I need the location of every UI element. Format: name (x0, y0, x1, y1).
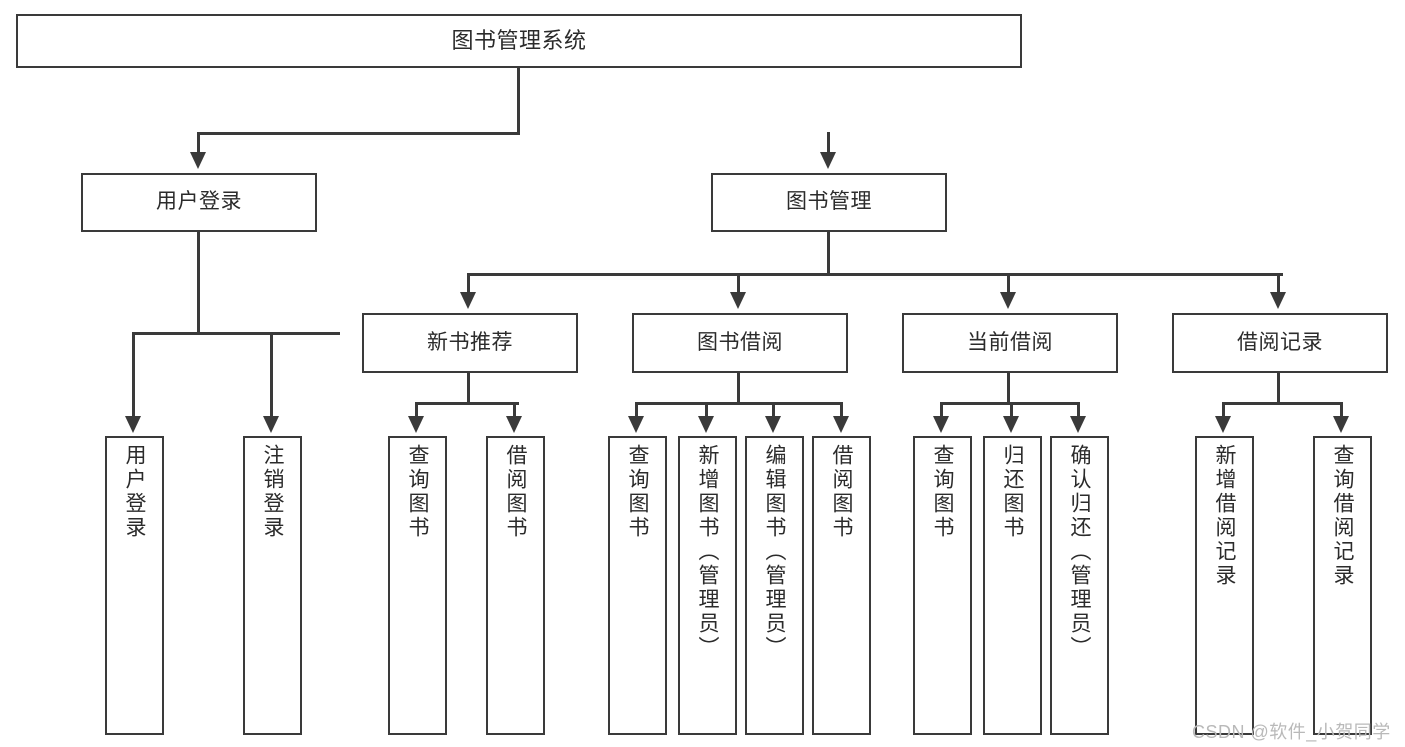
edge-l2a-stem (197, 232, 200, 334)
node-root-label: 图书管理系统 (451, 28, 587, 54)
edge-root-to-l2a (197, 132, 200, 154)
arrowhead-leaf10 (1003, 416, 1019, 433)
node-borrow-record-label: 借阅记录 (1237, 330, 1323, 354)
edge-l3a-bus (415, 402, 519, 405)
node-book-borrow[interactable]: 图书借阅 (632, 313, 848, 373)
edge-l3a-to-leaf4 (513, 402, 516, 418)
arrowhead-leaf8 (833, 416, 849, 433)
leaf-query-book-recommend-label: 查询图书 (406, 444, 429, 540)
edge-l2b-to-l3d (1277, 273, 1280, 294)
leaf-query-book-recommend[interactable]: 查询图书 (388, 436, 447, 735)
leaf-user-login[interactable]: 用户登录 (105, 436, 164, 735)
edge-l2b-stem (827, 232, 830, 276)
edge-l3a-stem (467, 373, 470, 405)
leaf-edit-book-admin-label: 编辑图书（管理员） (763, 444, 786, 660)
edge-l3c-stem (1007, 373, 1010, 405)
node-current-borrow[interactable]: 当前借阅 (902, 313, 1118, 373)
leaf-query-borrow-record[interactable]: 查询借阅记录 (1313, 436, 1372, 735)
leaf-add-borrow-record-label: 新增借阅记录 (1213, 444, 1236, 588)
arrowhead-leaf7 (765, 416, 781, 433)
edge-root-to-l2b (827, 132, 830, 154)
leaf-borrow-book[interactable]: 借阅图书 (812, 436, 871, 735)
arrowhead-l2a (190, 152, 206, 169)
csdn-watermark: CSDN @软件_小贺同学 (1192, 722, 1391, 742)
arrowhead-leaf13 (1333, 416, 1349, 433)
leaf-add-borrow-record[interactable]: 新增借阅记录 (1195, 436, 1254, 735)
edge-root-bus (197, 132, 520, 135)
leaf-logout[interactable]: 注销登录 (243, 436, 302, 735)
edge-l3c-to-leaf10 (1010, 402, 1013, 418)
leaf-user-login-label: 用户登录 (123, 444, 146, 540)
leaf-add-book-admin-label: 新增图书（管理员） (696, 444, 719, 660)
arrowhead-leaf9 (933, 416, 949, 433)
leaf-borrow-book-label: 借阅图书 (830, 444, 853, 540)
leaf-confirm-return-admin[interactable]: 确认归还（管理员） (1050, 436, 1109, 735)
edge-l3c-to-leaf9 (940, 402, 943, 418)
edge-l3b-to-leaf6 (705, 402, 708, 418)
edge-l2b-to-l3c (1007, 273, 1010, 294)
leaf-return-book-label: 归还图书 (1001, 444, 1024, 540)
edge-l2a-to-leaf2 (270, 332, 273, 418)
arrowhead-l3a (460, 292, 476, 309)
edge-l3d-to-leaf12 (1222, 402, 1225, 418)
edge-l3b-to-leaf7 (772, 402, 775, 418)
arrowhead-leaf12 (1215, 416, 1231, 433)
arrowhead-leaf11 (1070, 416, 1086, 433)
node-root[interactable]: 图书管理系统 (16, 14, 1022, 68)
edge-l3b-bus (635, 402, 843, 405)
leaf-add-book-admin[interactable]: 新增图书（管理员） (678, 436, 737, 735)
edge-l2b-to-l3b (737, 273, 740, 294)
edge-l3c-bus (940, 402, 1078, 405)
arrowhead-leaf4 (506, 416, 522, 433)
edge-l3d-to-leaf13 (1340, 402, 1343, 418)
edge-root-stem (517, 68, 520, 134)
arrowhead-leaf5 (628, 416, 644, 433)
edge-l2b-to-l3a (467, 273, 470, 294)
edge-l2a-to-leaf1 (132, 332, 135, 418)
leaf-confirm-return-admin-label: 确认归还（管理员） (1068, 444, 1091, 660)
edge-l3d-bus (1222, 402, 1342, 405)
leaf-query-book-current[interactable]: 查询图书 (913, 436, 972, 735)
edge-l3b-stem (737, 373, 740, 405)
node-book-management[interactable]: 图书管理 (711, 173, 947, 232)
node-user-login-label: 用户登录 (156, 190, 242, 214)
arrowhead-leaf6 (698, 416, 714, 433)
leaf-borrow-book-recommend-label: 借阅图书 (504, 444, 527, 540)
edge-l3c-to-leaf11 (1077, 402, 1080, 418)
leaf-logout-label: 注销登录 (261, 444, 284, 540)
leaf-borrow-book-recommend[interactable]: 借阅图书 (486, 436, 545, 735)
edge-l2a-bus (132, 332, 340, 335)
leaf-return-book[interactable]: 归还图书 (983, 436, 1042, 735)
leaf-query-book-borrow-label: 查询图书 (626, 444, 649, 540)
node-book-management-label: 图书管理 (786, 190, 872, 214)
node-new-book-recommend[interactable]: 新书推荐 (362, 313, 578, 373)
arrowhead-l3c (1000, 292, 1016, 309)
node-new-book-recommend-label: 新书推荐 (427, 330, 513, 354)
node-user-login[interactable]: 用户登录 (81, 173, 317, 232)
arrowhead-leaf3 (408, 416, 424, 433)
node-current-borrow-label: 当前借阅 (967, 330, 1053, 354)
leaf-query-book-borrow[interactable]: 查询图书 (608, 436, 667, 735)
arrowhead-leaf2 (263, 416, 279, 433)
edge-l2b-bus (467, 273, 1283, 276)
edge-l3b-to-leaf5 (635, 402, 638, 418)
node-borrow-record[interactable]: 借阅记录 (1172, 313, 1388, 373)
arrowhead-leaf1 (125, 416, 141, 433)
node-book-borrow-label: 图书借阅 (697, 330, 783, 354)
edge-l3d-stem (1277, 373, 1280, 405)
arrowhead-l2b (820, 152, 836, 169)
arrowhead-l3d (1270, 292, 1286, 309)
edge-l3b-to-leaf8 (840, 402, 843, 418)
leaf-query-borrow-record-label: 查询借阅记录 (1331, 444, 1354, 588)
leaf-edit-book-admin[interactable]: 编辑图书（管理员） (745, 436, 804, 735)
edge-l3a-to-leaf3 (415, 402, 418, 418)
leaf-query-book-current-label: 查询图书 (931, 444, 954, 540)
arrowhead-l3b (730, 292, 746, 309)
